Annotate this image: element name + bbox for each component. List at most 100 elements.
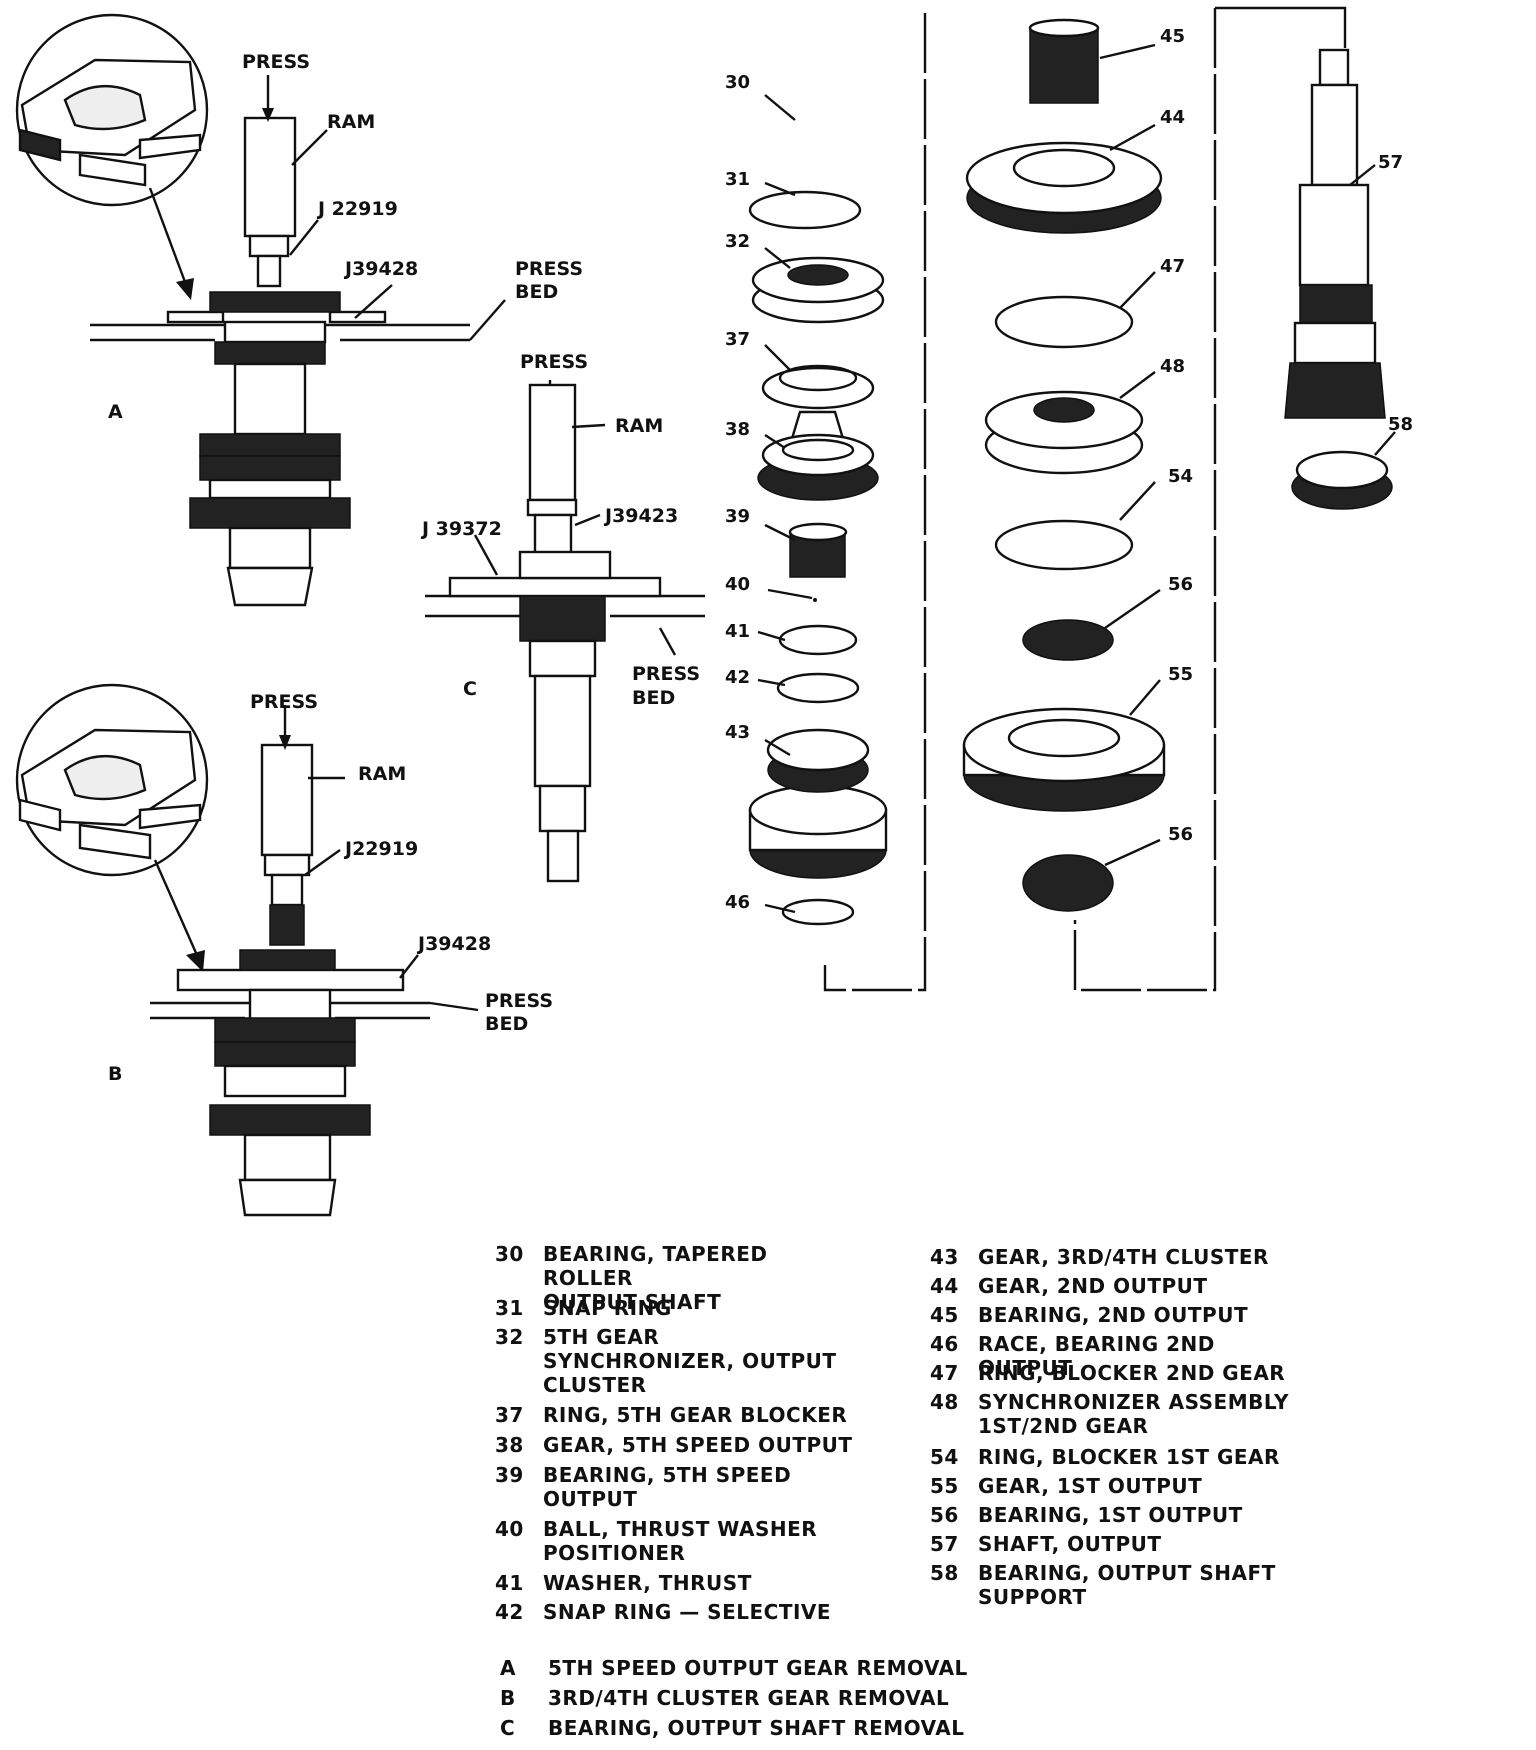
legend-item-31: 31 SNAP RING [495,1296,863,1320]
legend-num: 37 [495,1403,524,1427]
legend-view-c: C BEARING, OUTPUT SHAFT REMOVAL [500,1716,968,1740]
view-letter-b: B [108,1063,122,1085]
press-bed-label-b-2: BED [485,1013,528,1035]
part-31-snap-ring [748,190,862,230]
legend-item-56: 56 BEARING, 1ST OUTPUT [930,1503,1298,1527]
tool-label-j39428-a: J39428 [343,258,418,280]
legend-item-45: 45 BEARING, 2ND OUTPUT [930,1303,1298,1327]
callout-55: 55 [1168,664,1193,685]
part-37-blocker-ring [761,364,875,410]
bracket-left [823,13,927,992]
legend-view-b: B 3RD/4TH CLUSTER GEAR REMOVAL [500,1686,968,1710]
legend-view-letter: A [500,1656,516,1680]
legend-num: 46 [930,1332,959,1356]
legend-num: 38 [495,1433,524,1457]
legend-num: 44 [930,1274,959,1298]
legend-text: RACE, BEARING 2ND OUTPUT [978,1332,1215,1380]
callout-38: 38 [725,419,750,440]
legend-num: 45 [930,1303,959,1327]
legend-num: 47 [930,1361,959,1385]
legend-item-47: 47 RING, BLOCKER 2ND GEAR [930,1361,1298,1385]
view-b: PRESS RAM J22919 J39428 PRESS BED B [15,683,553,1217]
ram-b [260,743,314,857]
ram-label-c: RAM [615,415,663,437]
legend-item-37: 37 RING, 5TH GEAR BLOCKER [495,1403,863,1427]
bracket-right [1215,6,1347,48]
tool-label-j39423-c: J39423 [603,505,678,527]
callout-37: 37 [725,329,750,350]
legend-text: RING, BLOCKER 2ND GEAR [978,1361,1286,1385]
bracket-middle [1073,8,1217,992]
view-a: PRESS RAM J 22919 J39428 PRESS BED A [15,13,583,607]
callout-45: 45 [1160,26,1185,47]
legend-num: 56 [930,1503,959,1527]
ram-c [528,383,577,502]
legend-num: 40 [495,1517,524,1541]
exploded-parts: 30 31 32 37 38 39 40 41 42 43 46 45 44 4… [725,6,1413,992]
legend-view-text: 5TH SPEED OUTPUT GEAR REMOVAL [548,1656,968,1680]
legend-num: 32 [495,1325,524,1349]
legend-view-letter: C [500,1716,516,1740]
part-38-gear [757,433,879,501]
part-56-bearing-upper [1022,619,1114,661]
view-letter-a: A [108,401,123,423]
view-letter-c: C [463,678,477,700]
legend-text: GEAR, 3RD/4TH CLUSTER [978,1245,1269,1269]
part-55-gear [962,707,1166,812]
part-48-synchronizer [984,390,1144,475]
press-bed-label-a-2: BED [515,281,558,303]
legend-item-46: 46 RACE, BEARING 2ND OUTPUT [930,1332,1298,1380]
legend-num: 41 [495,1571,524,1595]
legend-text: BEARING, 2ND OUTPUT [978,1303,1249,1327]
press-bed-label-a-1: PRESS [515,258,583,280]
callout-56-lower: 56 [1168,824,1193,845]
press-label-b: PRESS [250,691,318,713]
part-45-bearing [1028,18,1100,104]
tool-label-j22919-a: J 22919 [316,198,398,220]
part-43-cluster-gear [748,728,888,879]
part-57-output-shaft [1284,48,1386,419]
press-label-c: PRESS [520,351,588,373]
callout-40: 40 [725,574,750,595]
callout-56-upper: 56 [1168,574,1193,595]
callout-leaders [757,43,1396,914]
callout-30: 30 [725,72,750,93]
view-c: PRESS RAM J39423 J 39372 PRESS BED C [420,351,705,883]
callout-57: 57 [1378,152,1403,173]
legend-num: 43 [930,1245,959,1269]
part-39-bearing [788,522,848,578]
tool-label-j39428-b: J39428 [416,933,491,955]
ram-a [243,116,297,238]
callout-42: 42 [725,667,750,688]
legend-view-text: 3RD/4TH CLUSTER GEAR REMOVAL [548,1686,950,1710]
part-41-washer [778,624,858,656]
part-58-bearing [1291,450,1393,510]
callout-46: 46 [725,892,750,913]
magnifier-pointer-b [153,859,202,963]
legend-item-57: 57 SHAFT, OUTPUT [930,1532,1298,1556]
legend-num: 42 [495,1600,524,1624]
press-bed-label-b-1: PRESS [485,990,553,1012]
legend-text: SNAP RING [543,1296,672,1320]
part-54-blocker-ring [994,519,1134,571]
callout-48: 48 [1160,356,1185,377]
legend-item-42: 42 SNAP RING — SELECTIVE [495,1600,863,1624]
legend-num: 31 [495,1296,524,1320]
legend-text: GEAR, 5TH SPEED OUTPUT [543,1433,853,1457]
ram-label-a: RAM [327,111,375,133]
legend-num: 58 [930,1561,959,1585]
legend-item-55: 55 GEAR, 1ST OUTPUT [930,1474,1298,1498]
legend-text: SHAFT, OUTPUT [978,1532,1162,1556]
part-56-bearing-lower [1022,854,1114,912]
legend-item-41: 41 WASHER, THRUST [495,1571,863,1595]
legend-text: SNAP RING — SELECTIVE [543,1600,832,1624]
callout-58: 58 [1388,414,1413,435]
tool-detail-a [18,58,202,187]
part-32-synchronizer [751,256,885,324]
